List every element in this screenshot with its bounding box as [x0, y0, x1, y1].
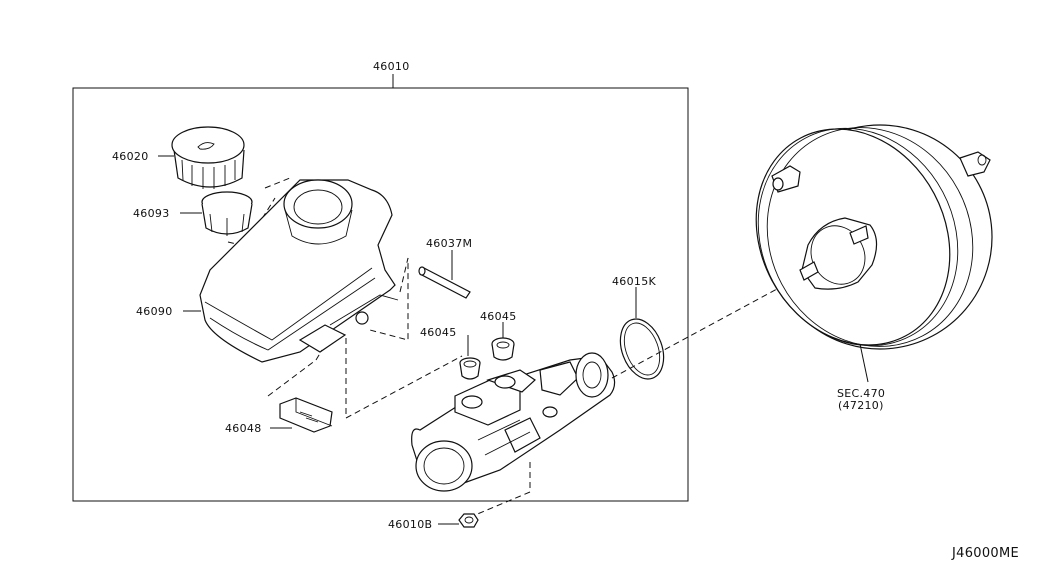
label-46015k[interactable]: 46015K [612, 275, 656, 288]
o-ring-part[interactable] [613, 313, 672, 385]
assembly-frame [72, 87, 689, 502]
grommet-right-part[interactable] [491, 337, 515, 361]
label-46048[interactable]: 46048 [225, 422, 262, 435]
label-46045-left[interactable]: 46045 [420, 326, 457, 339]
pin-part[interactable] [418, 266, 471, 299]
label-46020[interactable]: 46020 [112, 150, 149, 163]
strainer-part[interactable] [201, 191, 253, 236]
label-46093[interactable]: 46093 [133, 207, 170, 220]
label-47210[interactable]: (47210) [838, 399, 884, 412]
label-46010[interactable]: 46010 [373, 60, 410, 73]
reservoir-tank-part[interactable] [199, 179, 399, 363]
grommet-left-part[interactable] [459, 357, 481, 380]
reservoir-cap-part[interactable] [171, 126, 245, 189]
level-sensor-part[interactable] [279, 397, 333, 433]
label-sec-470[interactable]: SEC.470 [837, 387, 885, 400]
label-46037m[interactable]: 46037M [426, 237, 472, 250]
master-cylinder-body[interactable] [411, 352, 616, 492]
brake-booster-part[interactable] [719, 86, 1031, 389]
diagram-code: J46000ME [951, 546, 1019, 561]
label-46045-right[interactable]: 46045 [480, 310, 517, 323]
label-46010b[interactable]: 46010B [388, 518, 432, 531]
label-46090[interactable]: 46090 [136, 305, 173, 318]
nut-part[interactable] [458, 513, 479, 528]
